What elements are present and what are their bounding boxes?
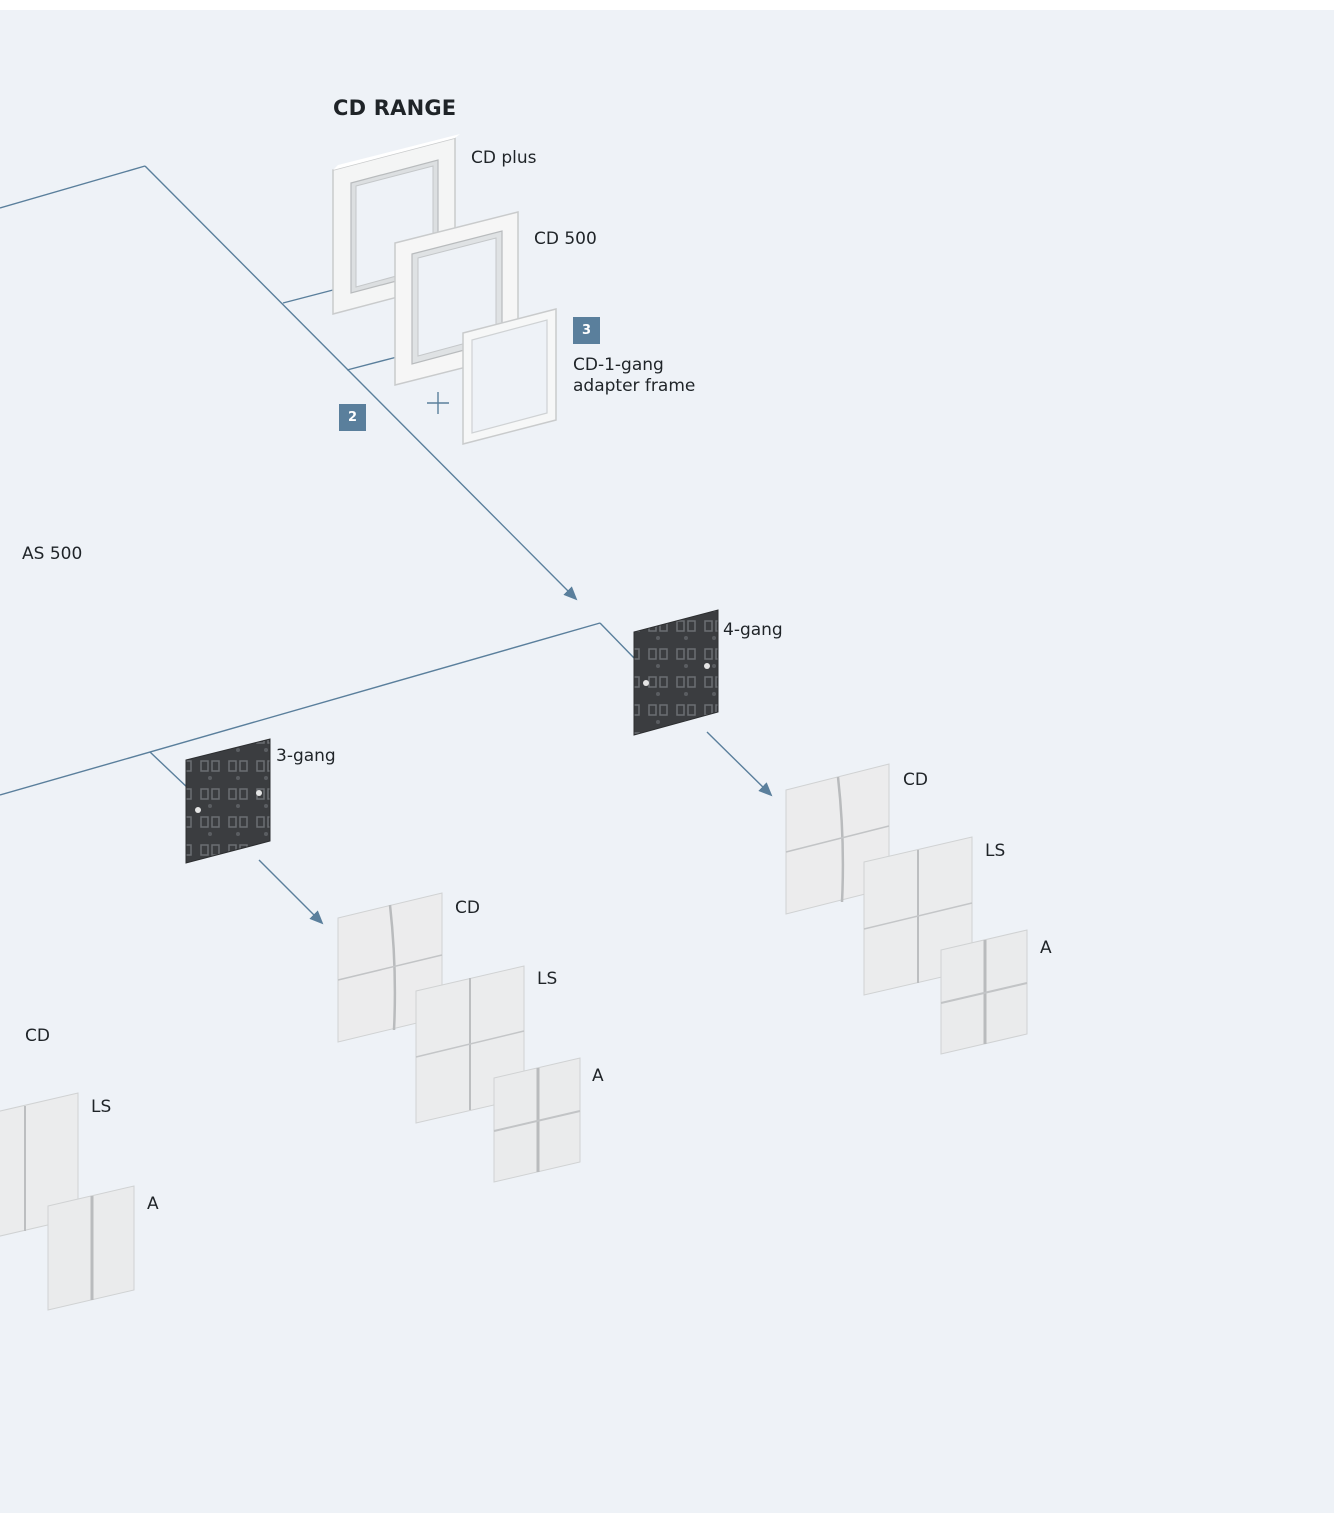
- cover-3gang-a-label: A: [592, 1066, 604, 1086]
- cover-3gang-cd-label: CD: [455, 898, 480, 918]
- arrow-4gang-covers: [706, 731, 773, 797]
- line-diagonal-to-4gang: [144, 165, 578, 601]
- adapter-frame-label-line1: CD-1-gang: [573, 355, 664, 375]
- badge-3: 3: [573, 317, 600, 344]
- cover-4gang-cd-label: CD: [903, 770, 928, 790]
- cd-500-label: CD 500: [534, 229, 597, 249]
- line-to-cd-500: [346, 356, 398, 371]
- badge-2: 2: [339, 404, 366, 431]
- cover-left-ls-image: [0, 1092, 79, 1237]
- as500-label: AS 500: [22, 544, 83, 564]
- line-mid-left: [0, 622, 601, 796]
- adapter-frame-image: [462, 308, 557, 445]
- cover-3gang-ls-label: LS: [537, 969, 558, 989]
- connector-lines: [0, 165, 773, 925]
- cover-4gang-a-image: [940, 929, 1028, 1055]
- cover-left-a-image: [47, 1185, 135, 1311]
- adapter-frame-label-line2: adapter frame: [573, 376, 696, 396]
- line-to-4gang: [599, 622, 637, 661]
- line-to-cd-plus: [282, 289, 334, 304]
- cover-left-cd-label: CD: [25, 1026, 50, 1046]
- line-to-3gang: [149, 751, 191, 791]
- mechanism-3gang-image: [185, 738, 271, 864]
- range-title: CD RANGE: [333, 96, 457, 120]
- mechanism-4gang-image: [633, 609, 719, 736]
- cover-4gang-ls-label: LS: [985, 841, 1006, 861]
- mechanism-4gang-label: 4-gang: [723, 620, 783, 640]
- cover-3gang-a-image: [493, 1057, 581, 1183]
- cover-4gang-a-label: A: [1040, 938, 1052, 958]
- arrow-3gang-covers: [258, 859, 324, 925]
- mechanism-3gang-label: 3-gang: [276, 746, 336, 766]
- cover-left-ls-label: LS: [91, 1097, 112, 1117]
- cover-left-a-label: A: [147, 1194, 159, 1214]
- line-top-left: [0, 165, 146, 209]
- cd-plus-label: CD plus: [471, 148, 537, 168]
